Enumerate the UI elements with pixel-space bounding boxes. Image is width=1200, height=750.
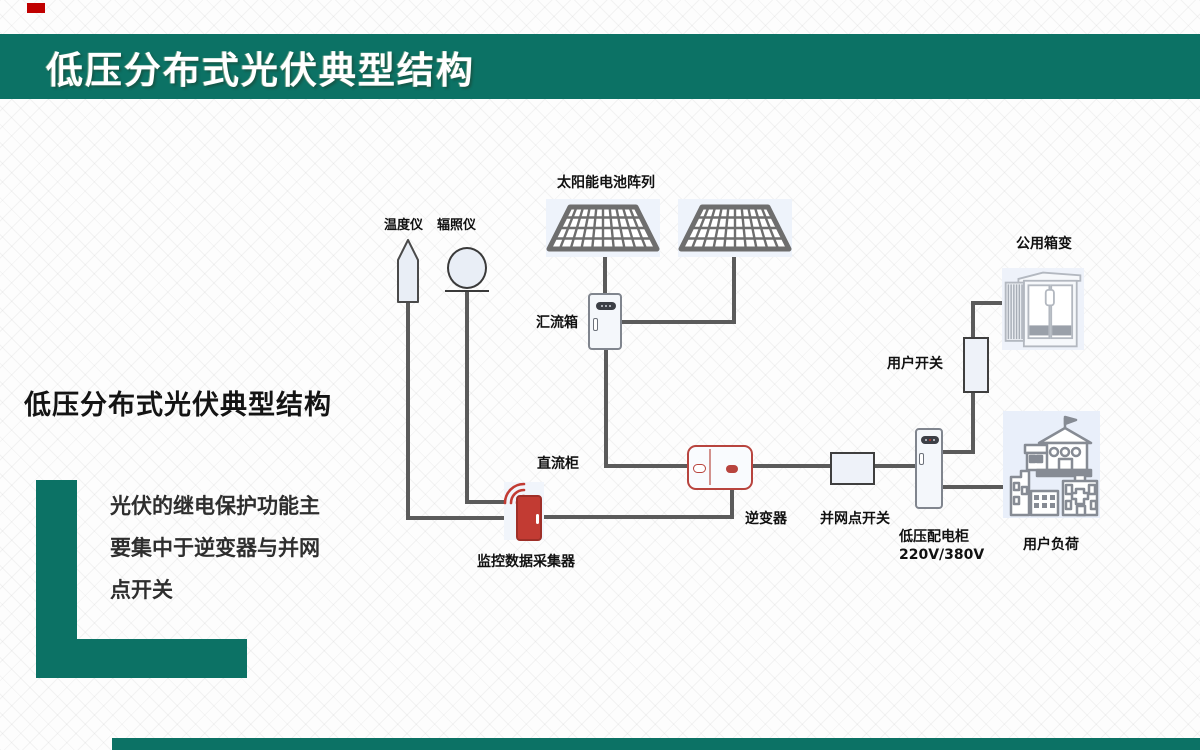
user-switch-icon (963, 337, 989, 393)
wire-panel2-to-combiner (621, 320, 736, 324)
wire-cabinet-to-load (941, 485, 1005, 489)
user-load-icon (1003, 411, 1100, 518)
combiner-box-icon (588, 293, 622, 350)
public-transformer-icon (1002, 268, 1084, 350)
solar-panel-icon (678, 199, 792, 257)
wire-temp-to-collector (406, 516, 508, 520)
label-user-load: 用户负荷 (1023, 537, 1079, 553)
inverter-icon (687, 445, 753, 490)
monitor-collector-icon (516, 495, 542, 541)
wire-to-transformer (971, 301, 1007, 305)
wire-combiner-down (604, 350, 608, 468)
grid-point-switch-icon (830, 452, 875, 485)
title-bar: 低压分布式光伏典型结构 (0, 34, 1200, 99)
label-irradiance-meter: 辐照仪 (437, 218, 477, 233)
wire-irr-to-collector (465, 500, 508, 504)
temperature-meter-icon (397, 239, 419, 303)
wire-user-switch-up (971, 301, 975, 339)
note-line: 要集中于逆变器与并网 (110, 536, 320, 560)
label-public-transformer: 公用箱变 (1016, 236, 1072, 252)
irradiance-meter-icon (447, 247, 487, 289)
note-text: 光伏的继电保护功能主 要集中于逆变器与并网 点开关 (110, 485, 370, 611)
bottom-accent-bar (112, 738, 1200, 750)
wire-collector-horizontal (543, 515, 734, 519)
label-solar-array: 太阳能电池阵列 (557, 175, 655, 191)
wire-irr-down (465, 291, 469, 504)
wire-inverter-down (730, 488, 734, 519)
top-red-marker (27, 3, 45, 13)
label-dc-cabinet: 直流柜 (537, 456, 579, 472)
wire-panel2-down (732, 257, 736, 324)
label-user-switch: 用户开关 (887, 356, 943, 372)
label-monitor-collector: 监控数据采集器 (477, 554, 575, 570)
wire-panel1-to-combiner (603, 257, 607, 295)
section-heading: 低压分布式光伏典型结构 (24, 390, 332, 421)
label-combiner-box: 汇流箱 (536, 315, 578, 331)
label-lv-cabinet-voltage: 220V/380V (899, 547, 985, 563)
irradiance-base-line (445, 290, 489, 292)
note-line: 点开关 (110, 578, 173, 602)
wire-to-user-switch (971, 393, 975, 454)
l-shape-horizontal (36, 639, 247, 678)
wire-to-inverter (604, 464, 689, 468)
solar-panel-icon (546, 199, 660, 257)
wire-cabinet-up-right (941, 450, 975, 454)
label-inverter: 逆变器 (745, 511, 787, 527)
label-temperature-meter: 温度仪 (384, 218, 424, 233)
wire-switch-to-cabinet (874, 464, 917, 468)
label-grid-point-switch: 并网点开关 (820, 511, 890, 527)
label-lv-cabinet: 低压配电柜 (899, 529, 969, 545)
wire-inverter-to-switch (751, 464, 831, 468)
slide-title: 低压分布式光伏典型结构 (46, 48, 475, 92)
wire-temp-down (406, 302, 410, 520)
note-line: 光伏的继电保护功能主 (110, 494, 320, 518)
lv-cabinet-icon (915, 428, 943, 509)
